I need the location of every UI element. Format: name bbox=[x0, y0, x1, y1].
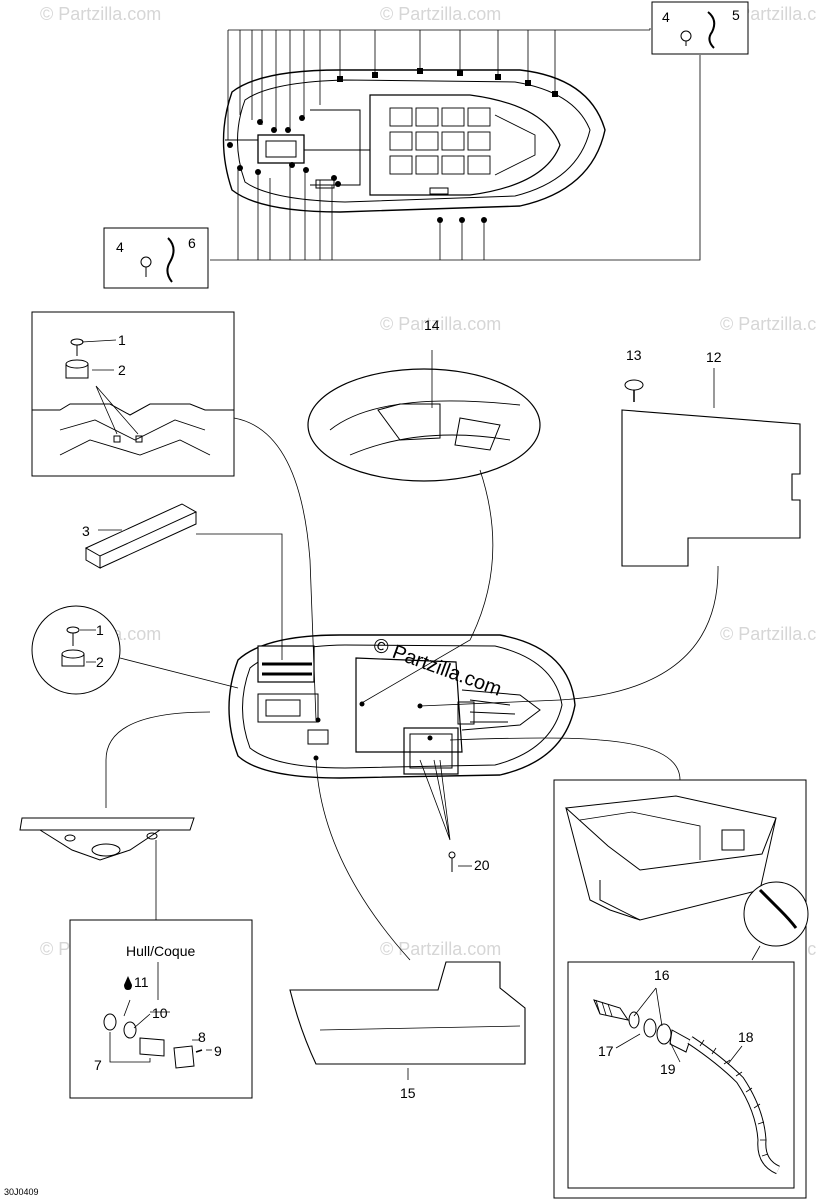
callout-6: 6 bbox=[188, 235, 196, 251]
panel-15: 15 bbox=[289, 961, 526, 1101]
watermark-5: © Partzilla.com bbox=[380, 314, 501, 334]
callout-12: 12 bbox=[706, 349, 722, 365]
callout-17: 17 bbox=[598, 1043, 614, 1059]
fastener-box-4-6: 4 6 bbox=[103, 227, 209, 289]
callout-19: 19 bbox=[660, 1061, 676, 1077]
transom-bracket bbox=[19, 817, 195, 861]
callout-16: 16 bbox=[654, 967, 670, 983]
watermark-1: © Partzilla.com bbox=[40, 4, 161, 24]
top-hull-view bbox=[222, 69, 606, 213]
storage-bin-box: 16 17 19 18 bbox=[553, 779, 809, 1199]
detail-box-deck-pads: 1 2 bbox=[31, 311, 235, 477]
center-hull-view bbox=[228, 634, 576, 779]
watermark-2: © Partzilla.com bbox=[380, 4, 501, 24]
watermark-8: © Partzilla.com bbox=[720, 624, 816, 644]
hull-detail-box: Hull/Coque 11 10 8 9 7 bbox=[69, 919, 253, 1099]
callout-10: 10 bbox=[152, 1005, 168, 1021]
detail-circle-pad: 1 2 bbox=[31, 605, 121, 695]
panel-12: 12 13 bbox=[621, 347, 801, 567]
callout-8: 8 bbox=[198, 1029, 206, 1045]
callout-15: 15 bbox=[400, 1085, 416, 1101]
callout-1-top: 1 bbox=[118, 332, 126, 348]
fastener-box-4-5: 4 5 bbox=[651, 1, 749, 55]
block-3: 3 bbox=[82, 503, 198, 569]
drawing-code: 30J0409 bbox=[4, 1187, 39, 1197]
callout-2-top: 2 bbox=[118, 362, 126, 378]
rivet-20: 20 bbox=[419, 759, 490, 873]
callout-11: 11 bbox=[134, 974, 149, 990]
callout-4-left: 4 bbox=[116, 239, 124, 255]
watermark-6: © Partzilla.com bbox=[720, 314, 816, 334]
callout-18: 18 bbox=[738, 1029, 754, 1045]
callout-5: 5 bbox=[732, 7, 740, 23]
watermark-center: © Partzilla.com bbox=[370, 634, 504, 701]
center-leaders bbox=[105, 417, 719, 961]
top-fastener-dots bbox=[227, 68, 558, 223]
callout-20: 20 bbox=[474, 857, 490, 873]
callout-2-mid: 2 bbox=[96, 654, 104, 670]
callout-14: 14 bbox=[424, 317, 440, 333]
hull-box-title: Hull/Coque bbox=[126, 943, 195, 959]
detail-ellipse-14: 14 bbox=[307, 317, 541, 482]
callout-4-top: 4 bbox=[662, 9, 670, 25]
callout-13: 13 bbox=[626, 347, 642, 363]
callout-3: 3 bbox=[82, 523, 90, 539]
callout-9: 9 bbox=[214, 1043, 222, 1059]
top-leaders bbox=[210, 28, 701, 261]
callout-7: 7 bbox=[94, 1057, 102, 1073]
callout-1-mid: 1 bbox=[96, 622, 104, 638]
center-dots bbox=[313, 701, 433, 761]
watermark-10: © Partzilla.com bbox=[380, 939, 501, 959]
